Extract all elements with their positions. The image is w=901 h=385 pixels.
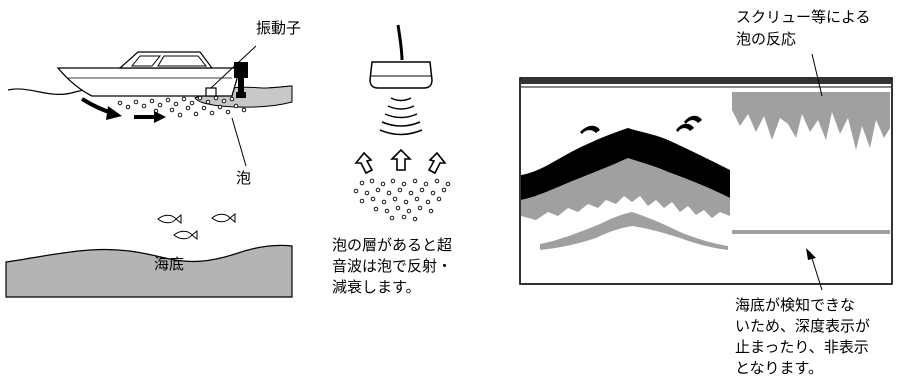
seabed-echo-gray — [521, 158, 730, 220]
middle-scene — [353, 24, 451, 222]
arrow-icon — [806, 248, 816, 260]
arrow-icon — [154, 111, 166, 123]
seabed-shape — [5, 244, 293, 298]
seabed-flat-line — [732, 230, 890, 234]
bubble-leader — [231, 117, 247, 167]
boat-icon — [56, 51, 248, 98]
display-top-bar — [521, 79, 891, 84]
bubble-layer-note-line1: 泡の層があると超 — [332, 236, 453, 254]
fish-icon — [157, 213, 182, 225]
seabed-undetected-line4: となります。 — [735, 359, 824, 377]
transducer-cable — [396, 24, 404, 61]
transducer-icon — [369, 61, 433, 89]
screw-bubble-echo — [732, 92, 890, 150]
bubble-layer-note-line3: 減衰します。 — [332, 278, 421, 296]
seabed-echo-black — [521, 128, 730, 200]
arrow-icon — [354, 148, 447, 175]
transducer-leader — [210, 45, 257, 89]
bubble-cloud — [117, 95, 247, 118]
fish-icon — [211, 212, 236, 224]
label-transducer: 振動子 — [256, 19, 302, 37]
fish-echo — [580, 115, 702, 134]
screw-reaction-line2: 泡の反応 — [736, 30, 797, 48]
bubble-cloud — [353, 178, 451, 222]
label-seabed: 海底 — [154, 255, 185, 273]
bubble-layer-note-line2: 音波は泡で反射・ — [332, 257, 453, 275]
transducer-icon — [205, 87, 217, 97]
echo-display — [519, 53, 893, 291]
left-scene — [5, 45, 293, 298]
screw-reaction-line1: スクリュー等による — [736, 8, 871, 26]
seabed-undetected-line2: いため、深度表示が — [735, 317, 871, 335]
seabed-undetected-line1: 海底が検知できな — [735, 296, 856, 314]
label-bubbles: 泡 — [236, 169, 252, 187]
arrow-icon — [106, 106, 122, 120]
second-echo — [540, 212, 728, 250]
fish-icon — [173, 229, 198, 241]
screw-leader — [811, 53, 823, 97]
seabed-undetected-line3: 止まったり、非表示 — [735, 338, 869, 356]
sound-waves — [379, 97, 423, 136]
